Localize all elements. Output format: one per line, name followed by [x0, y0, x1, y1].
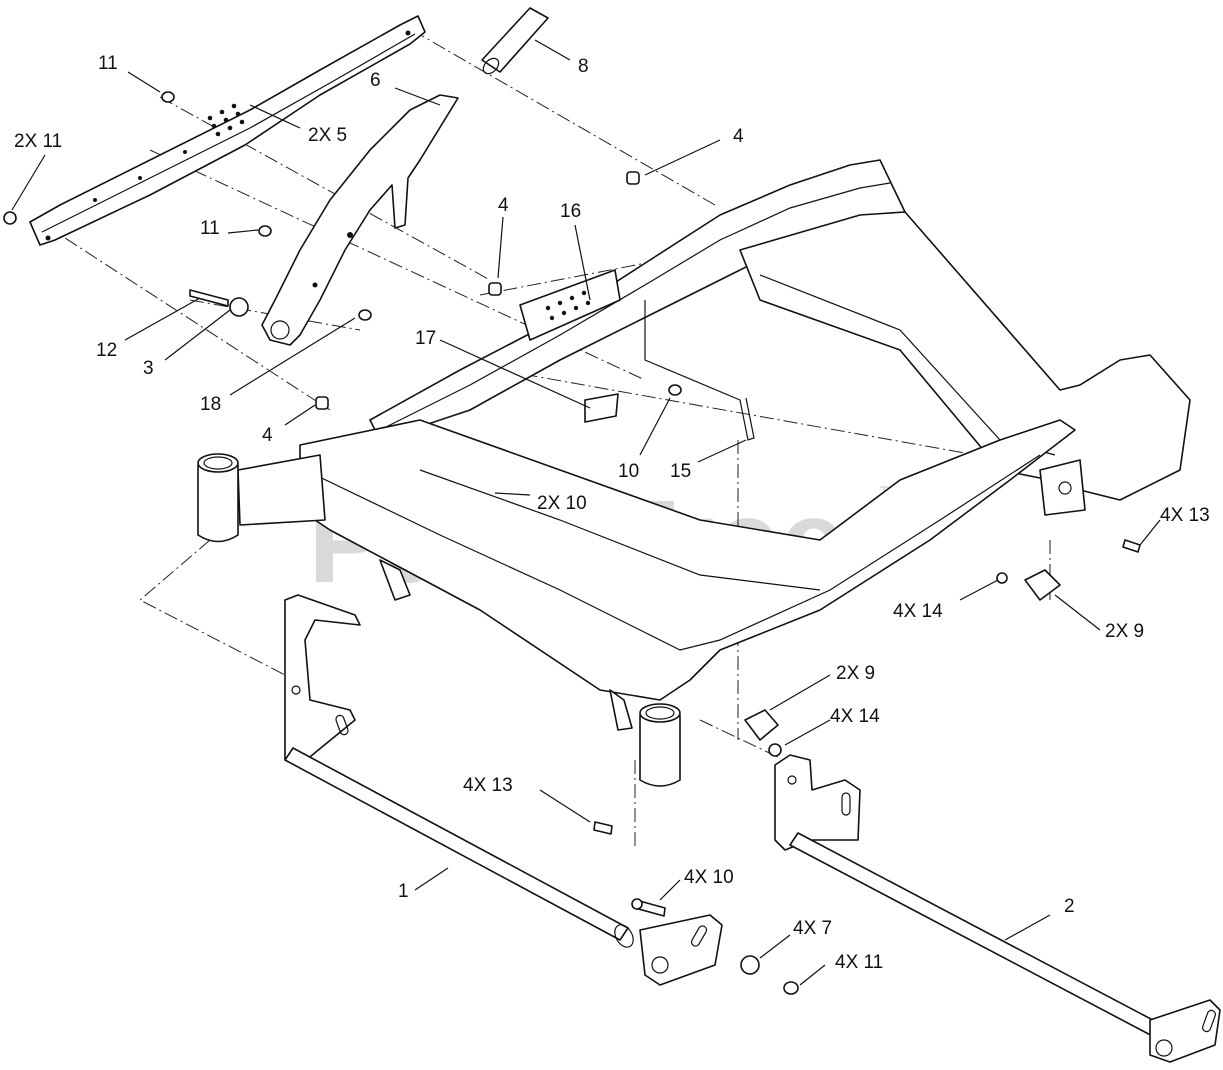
- main-frame: [197, 159, 1191, 787]
- callout-18: 18: [200, 394, 221, 415]
- callout-1: 1: [398, 881, 409, 902]
- axle-part-2: [774, 754, 1221, 1063]
- callout-11: 11: [200, 218, 220, 239]
- callout-4x7: 4X 7: [793, 918, 832, 939]
- bushing-4x7: [740, 955, 760, 975]
- callout-4x14: 4X 14: [893, 601, 943, 622]
- side-panel-part-5: [29, 15, 426, 246]
- callout-4x11: 4X 11: [835, 952, 883, 973]
- nut-11-b: [258, 225, 272, 237]
- nut-2x11: [3, 211, 17, 225]
- nut-11-a: [161, 91, 175, 103]
- caster-bushing-2x9-a: [744, 709, 779, 741]
- hardware-bottom: [631, 898, 799, 995]
- nut-4x14-a: [768, 743, 782, 757]
- bolt-12: [189, 289, 229, 307]
- leader-lines: [11, 39, 1161, 986]
- lever-bracket-part-6: [261, 94, 459, 346]
- callout-12: 12: [96, 340, 117, 361]
- callout-4x14: 4X 14: [830, 706, 880, 727]
- axle-part-1: [284, 594, 723, 986]
- bracket-16-holes: [545, 290, 591, 321]
- bolt-4x13-b: [593, 821, 613, 835]
- callout-6: 6: [370, 70, 381, 91]
- callout-2x9: 2X 9: [1105, 621, 1144, 642]
- callout-10: 10: [618, 461, 639, 482]
- callout-8: 8: [578, 56, 589, 77]
- panel-holes: [45, 30, 411, 241]
- callout-labels: 11 2X 11 2X 5 6 8 4 16 4 11 12 3 18 17 4…: [14, 53, 1210, 973]
- decal-17: [584, 393, 619, 423]
- spacer-4-b: [488, 282, 502, 296]
- pin-18: [358, 309, 372, 321]
- bolt-4x13-a: [1122, 539, 1141, 553]
- caster-hardware: [593, 539, 1141, 835]
- nut-4x11: [783, 981, 799, 995]
- bushing-3: [229, 297, 249, 317]
- callout-4: 4: [262, 425, 273, 446]
- callout-17: 17: [415, 328, 436, 349]
- spacer-4-c: [315, 396, 329, 410]
- callout-2x11: 2X 11: [14, 131, 62, 152]
- callout-4: 4: [733, 126, 744, 147]
- callout-2: 2: [1064, 896, 1075, 917]
- pin-10: [668, 384, 682, 396]
- callout-4x13: 4X 13: [1160, 505, 1210, 526]
- callout-2x5: 2X 5: [308, 125, 347, 146]
- callout-2x10: 2X 10: [537, 493, 587, 514]
- grip-part-8: [481, 7, 549, 75]
- callout-2x9: 2X 9: [836, 663, 875, 684]
- callout-15: 15: [670, 461, 691, 482]
- callout-4x10: 4X 10: [684, 867, 734, 888]
- callout-3: 3: [143, 358, 154, 379]
- callout-16: 16: [560, 201, 581, 222]
- callout-4x13: 4X 13: [463, 775, 513, 796]
- spacer-4-a: [626, 171, 640, 185]
- caster-bushing-2x9-b: [1024, 569, 1061, 601]
- callout-11: 11: [98, 53, 118, 74]
- nut-4x14-b: [996, 572, 1008, 584]
- callout-4: 4: [498, 195, 509, 216]
